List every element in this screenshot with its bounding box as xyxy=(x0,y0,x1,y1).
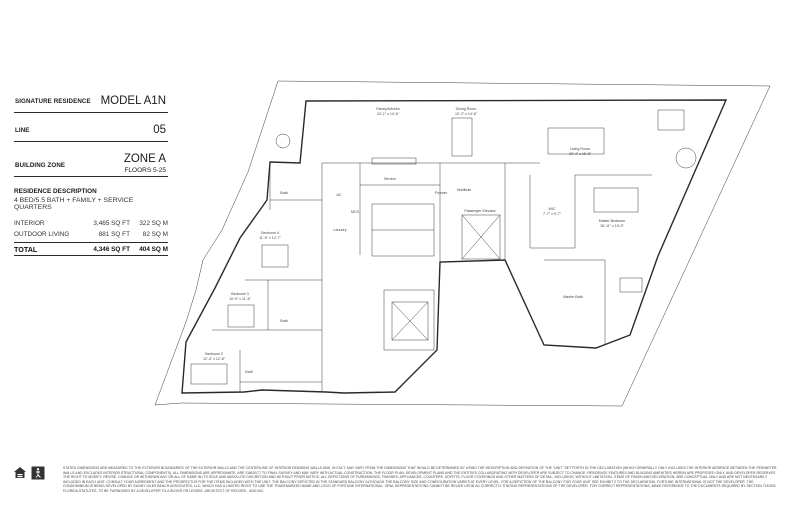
room-label: Master Bedroom xyxy=(599,219,626,223)
description-title: RESIDENCE DESCRIPTION xyxy=(14,188,97,195)
legal-disclaimer: STATED DIMENSIONS ARE MEASURED TO THE EX… xyxy=(63,466,777,493)
spec-row-zone: BUILDING ZONE ZONE A FLOORS 5-25 xyxy=(14,142,168,177)
spec-label: SIGNATURE RESIDENCE xyxy=(15,98,91,105)
spec-row-line: LINE 05 xyxy=(14,113,168,142)
area-table: INTERIOR 3,465 SQ FT 322 SQ M OUTDOOR LI… xyxy=(14,218,168,256)
area-label: OUTDOOR LIVING xyxy=(14,231,70,238)
total-sqm: 404 SQ M xyxy=(139,245,168,253)
zone-floors: FLOORS 5-25 xyxy=(124,167,166,174)
area-label: INTERIOR xyxy=(14,220,45,227)
room-label: Master Bath xyxy=(563,295,582,299)
partitions xyxy=(212,162,652,392)
spec-row-residence: SIGNATURE RESIDENCE MODEL A1N xyxy=(14,84,168,113)
room-label: WIC xyxy=(549,207,556,211)
area-sqm: 322 SQ M xyxy=(139,220,168,227)
room-dims: 16'-11" x 15'-0" xyxy=(600,224,625,228)
room-dims: 10'-9" x 11'-6" xyxy=(229,297,252,301)
equal-housing-icon xyxy=(14,467,26,478)
room-label: Bath xyxy=(280,319,287,323)
room-label: Powder xyxy=(435,191,448,195)
room-label: Living Room xyxy=(570,147,590,151)
room-label: Laundry xyxy=(334,228,347,232)
accessibility-icon xyxy=(31,466,45,480)
room-label: Dining Room xyxy=(456,107,477,111)
room-dims: 7'-7" x 9'-7" xyxy=(543,212,562,216)
spec-label: LINE xyxy=(15,127,30,134)
spec-sheet: SIGNATURE RESIDENCE MODEL A1N LINE 05 BU… xyxy=(14,84,168,256)
spec-label: BUILDING ZONE xyxy=(15,162,66,169)
room-label: Vestibule xyxy=(457,188,472,192)
room-dims: 12'-4" x 12'-8" xyxy=(203,357,226,361)
room-label: Passenger Elevator xyxy=(464,209,496,213)
line-number: 05 xyxy=(153,124,166,136)
area-row-interior: INTERIOR 3,465 SQ FT 322 SQ M xyxy=(14,218,168,229)
room-label: Bath xyxy=(280,191,287,195)
room-dims: 29'-4" x 15'-8" xyxy=(569,152,592,156)
furniture xyxy=(190,109,697,385)
area-row-outdoor: OUTDOOR LIVING 881 SQ FT 82 SQ M xyxy=(14,229,168,240)
stair-core xyxy=(371,203,501,351)
room-dims: 24'-1" x 14'-6" xyxy=(377,112,400,116)
room-label: MCS xyxy=(351,210,360,214)
area-row-total: TOTAL 4,346 SQ FT 404 SQ M xyxy=(14,242,168,256)
area-sqft: 3,465 SQ FT xyxy=(93,220,130,227)
room-label: AC xyxy=(337,193,342,197)
description-text: 4 BED/5.5 BATH + FAMILY + SERVICE QUARTE… xyxy=(14,197,134,211)
zone-name: ZONE A xyxy=(123,153,166,165)
room-dims: 11'-9" x 12'-7" xyxy=(259,236,282,240)
room-dims: 13'-2" x 14'-6" xyxy=(455,112,478,116)
room-label: Service xyxy=(384,177,396,181)
total-sqft: 4,346 SQ FT xyxy=(93,245,130,253)
balcony-outline xyxy=(154,80,771,407)
room-label: Bedroom 4 xyxy=(261,231,279,235)
exterior-wall xyxy=(181,99,728,394)
room-label: Bedroom 2 xyxy=(205,352,223,356)
room-label: Bedroom 3 xyxy=(231,292,249,296)
area-sqft: 881 SQ FT xyxy=(98,231,130,238)
room-label: Bath xyxy=(245,370,252,374)
model-name: MODEL A1N xyxy=(100,95,166,107)
room-label: Family/Kitchen xyxy=(376,107,400,111)
total-label: TOTAL xyxy=(14,244,38,254)
area-sqm: 82 SQ M xyxy=(142,231,168,238)
